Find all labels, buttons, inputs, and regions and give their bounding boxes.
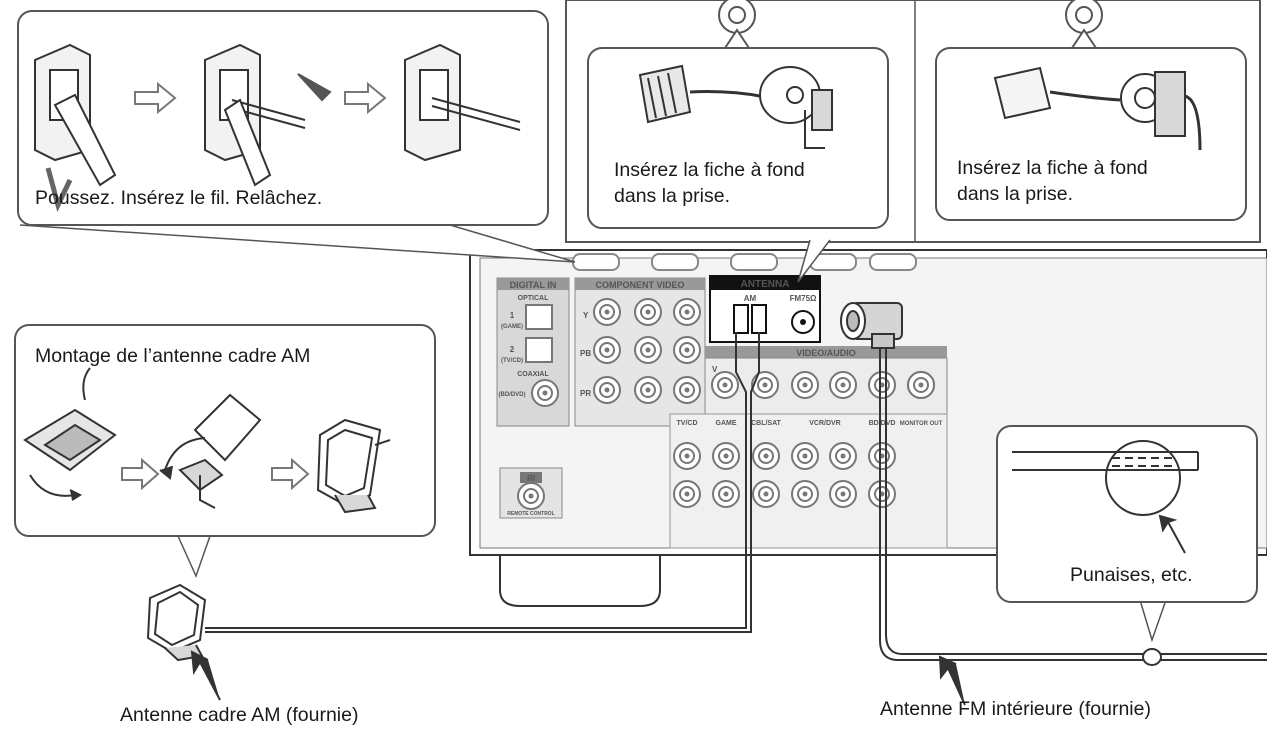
callout-fm-connectors xyxy=(565,0,1261,283)
coaxial-label: COAXIAL xyxy=(517,371,549,378)
fm-plug-icon xyxy=(840,302,903,349)
am-assembly-title: Montage de l’antenne cadre AM xyxy=(35,345,311,367)
optical-2-jack xyxy=(525,337,553,363)
optical-1-sub: (GAME) xyxy=(501,324,523,330)
am-antenna-cable xyxy=(205,332,760,633)
callout-push-insert xyxy=(17,10,576,263)
arrow-right-icon xyxy=(134,81,177,115)
am-terminal-right xyxy=(751,304,767,334)
optical-2-sub: (TV/CD) xyxy=(501,358,523,364)
push-step-icon xyxy=(34,43,117,213)
remote-control-label: REMOTE CONTROL xyxy=(507,511,555,517)
component-pr-label: PR xyxy=(580,389,591,398)
tacks-caption: Punaises, etc. xyxy=(1070,564,1193,586)
fm-antenna-cable xyxy=(879,345,1267,666)
ri-block: RI REMOTE CONTROL xyxy=(499,467,563,519)
optical-label: OPTICAL xyxy=(518,295,549,302)
component-video-label: COMPONENT VIDEO xyxy=(595,280,684,290)
fm-plug-f-icon xyxy=(993,66,1202,151)
fm-plug-pal-icon xyxy=(638,64,833,149)
fm-insert-left-line2: dans la prise. xyxy=(614,185,730,207)
input-vcrdvr-label: VCR/DVR xyxy=(809,420,841,427)
callout-tacks xyxy=(996,425,1258,643)
optical-1-label: 1 xyxy=(510,311,515,320)
video-v-label: V xyxy=(712,365,718,374)
antenna-label: ANTENNA xyxy=(741,279,790,290)
monitor-out-label: MONITOR OUT xyxy=(900,421,943,427)
pointer-arrow-icon xyxy=(1158,514,1186,554)
input-cblsat-label: CBL/SAT xyxy=(751,420,782,427)
arrow-right-icon xyxy=(344,81,387,115)
push-insert-caption: Poussez. Insérez le fil. Relâchez. xyxy=(35,187,323,209)
component-video-block: COMPONENT VIDEO Y PB PR xyxy=(574,277,706,427)
fm-insert-left-line1: Insérez la fiche à fond xyxy=(614,159,805,181)
am-loop-antenna-icon xyxy=(146,583,207,662)
digital-in-label: DIGITAL IN xyxy=(510,280,557,290)
optical-1-jack xyxy=(525,304,553,330)
input-game-label: GAME xyxy=(716,420,737,427)
insert-step-icon xyxy=(204,43,332,187)
am-stand-icon xyxy=(23,367,117,501)
am-loop-assembled-icon xyxy=(316,418,391,514)
fm-terminal-label: FM75Ω xyxy=(790,294,817,303)
tack-magnifier-icon xyxy=(1105,440,1181,516)
antenna-terminal-block: ANTENNA AM FM75Ω xyxy=(709,275,821,343)
input-bddvd-label: BD/DVD xyxy=(869,420,896,427)
video-audio-block: VIDEO/AUDIO V TV/CD GAME CBL/SAT VCR/DVR… xyxy=(669,346,948,549)
component-pb-label: PB xyxy=(580,349,591,358)
am-terminal-left xyxy=(733,304,749,334)
fm-antenna-label: Antenne FM intérieure (fournie) xyxy=(880,698,1151,720)
ri-label: RI xyxy=(527,474,535,483)
am-terminal-label: AM xyxy=(744,294,757,303)
callout-am-assembly xyxy=(14,324,436,579)
fm-insert-right-line2: dans la prise. xyxy=(957,183,1073,205)
fm-insert-right-line1: Insérez la fiche à fond xyxy=(957,157,1148,179)
digital-in-block: DIGITAL IN OPTICAL 1 (GAME) 2 (TV/CD) CO… xyxy=(496,277,570,427)
pointer-arrow-icon xyxy=(938,655,966,706)
release-step-icon xyxy=(404,43,521,162)
am-antenna-label: Antenne cadre AM (fournie) xyxy=(120,704,359,726)
input-tvcd-label: TV/CD xyxy=(677,420,698,427)
arrow-right-icon xyxy=(121,457,160,491)
pointer-arrow-icon xyxy=(190,650,221,701)
video-audio-label: VIDEO/AUDIO xyxy=(796,348,856,358)
optical-2-label: 2 xyxy=(510,345,515,354)
component-y-label: Y xyxy=(583,311,589,320)
coaxial-sub: (BD/DVD) xyxy=(499,392,526,398)
am-fold-icon xyxy=(159,393,262,509)
coaxial-jack xyxy=(531,379,559,407)
arrow-right-icon xyxy=(271,457,310,491)
